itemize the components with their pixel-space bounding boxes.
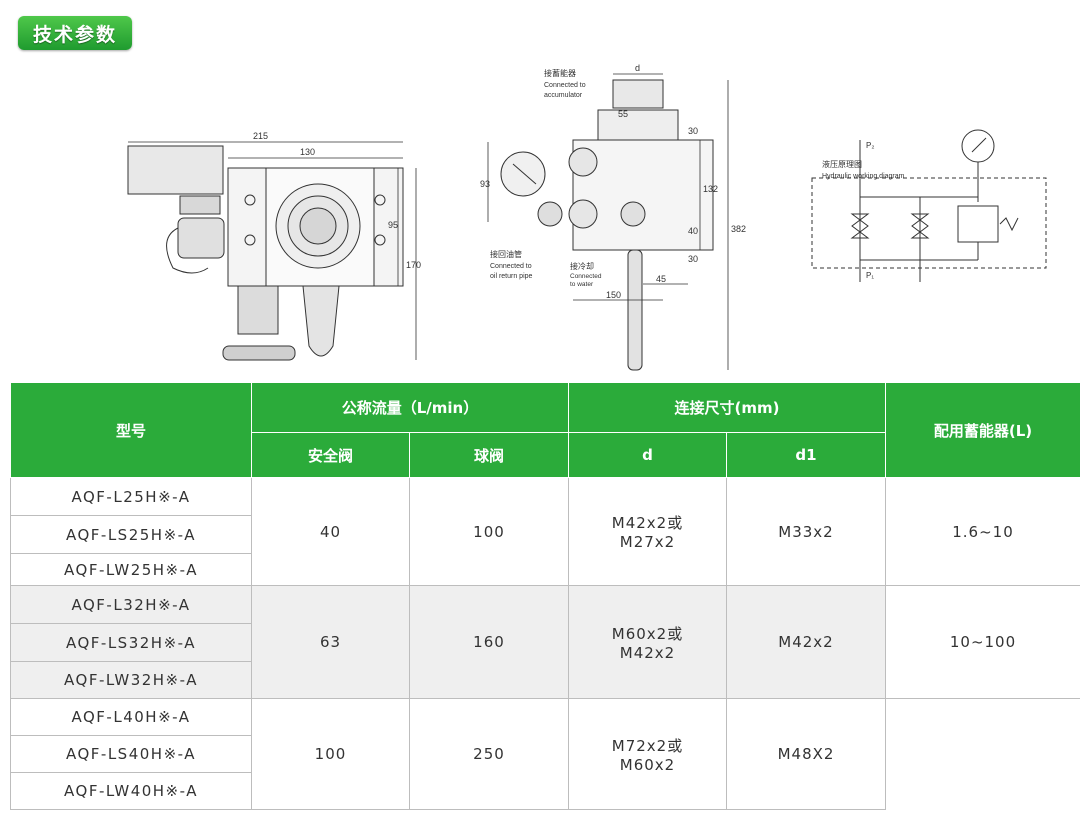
accumulator-cell: 1.6~10	[885, 477, 1080, 586]
table-row: AQF-LS40H※-A	[10, 735, 1080, 773]
label-return-en-1: Connected to	[490, 263, 532, 270]
dim-40: 40	[688, 226, 698, 236]
d-line-1: M72x2或	[611, 736, 684, 755]
model-cell: AQF-L40H※-A	[10, 698, 252, 736]
safety-flow-cell: 100	[251, 698, 410, 810]
label-water-en-2: to water	[570, 281, 594, 288]
d-cell: M60x2或 M42x2	[568, 585, 727, 699]
model-cell: AQF-L32H※-A	[10, 585, 252, 624]
dim-130: 130	[300, 147, 315, 157]
label-return-cn: 接回油管	[490, 249, 522, 259]
section-title-badge: 技术参数	[18, 16, 132, 50]
table-row: AQF-LS25H※-A	[10, 515, 1080, 554]
table-row: AQF-L40H※-A 100 250 M72x2或 M60x2 M48X2	[10, 698, 1080, 810]
table-row: AQF-LS32H※-A	[10, 623, 1080, 662]
dim-95: 95	[388, 220, 398, 230]
accumulator-cell: 10~100	[885, 585, 1080, 699]
dim-132: 132	[703, 184, 718, 194]
section-title: 技术参数	[32, 23, 117, 46]
d-line-2: M42x2	[619, 643, 676, 662]
dim-30-bottom: 30	[688, 254, 698, 264]
d1-cell: M48X2	[725, 698, 887, 810]
side-view-drawing: 接蓄能器 Connected to accumulator d 55 30 93…	[478, 62, 758, 374]
group-32: AQF-L32H※-A 63 160 M60x2或 M42x2 M42x2 10…	[10, 585, 1080, 699]
table-row: AQF-L32H※-A 63 160 M60x2或 M42x2 M42x2 10…	[10, 585, 1080, 699]
header-accumulator: 配用蓄能器(L)	[885, 382, 1080, 478]
d1-cell: M42x2	[725, 585, 887, 699]
hydraulic-diagram: P₂ P₁ 液压原理图 Hydraulic working diagram	[800, 122, 1060, 290]
hydraulic-diagram-svg: P₂ P₁ 液压原理图 Hydraulic working diagram	[811, 129, 1047, 282]
label-accumulator-cn: 接蓄能器	[544, 68, 576, 78]
label-water-cn: 接冷却	[570, 261, 594, 271]
header-d: d	[568, 432, 727, 478]
d-cell: M72x2或 M60x2	[568, 698, 727, 810]
d-line-1: M60x2或	[611, 624, 684, 643]
label-p1: P₁	[866, 271, 874, 280]
header-d1: d1	[725, 432, 887, 478]
ball-flow-cell: 100	[409, 477, 569, 586]
spec-table: 型号 公称流量（L/min） 连接尺寸(mm) 配用蓄能器(L) 安全阀 球阀 …	[10, 382, 1080, 810]
dim-d: d	[635, 63, 640, 73]
label-accumulator-en-2: accumulator	[544, 92, 583, 99]
label-accumulator-en-1: Connected to	[544, 82, 586, 89]
group-25: AQF-L25H※-A 40 100 M42x2或 M27x2 M33x2 1.…	[10, 477, 1080, 586]
model-cell: AQF-LS25H※-A	[10, 515, 252, 554]
ball-flow-cell: 160	[409, 585, 569, 699]
dim-30-top: 30	[688, 126, 698, 136]
label-water-en-1: Connected	[570, 273, 602, 280]
model-cell: AQF-LW25H※-A	[10, 553, 252, 586]
dim-382: 382	[731, 224, 746, 234]
safety-flow-cell: 63	[251, 585, 410, 699]
header-safety-valve: 安全阀	[251, 432, 410, 478]
d1-cell: M33x2	[725, 477, 887, 586]
table-row: AQF-LW32H※-A	[10, 661, 1080, 699]
side-view-svg: 接蓄能器 Connected to accumulator d 55 30 93…	[480, 63, 746, 371]
d-line-1: M42x2或	[611, 514, 684, 532]
dim-170: 170	[406, 260, 421, 270]
d-line-2: M60x2	[619, 755, 676, 774]
header-model: 型号	[10, 382, 252, 478]
dim-150: 150	[606, 290, 621, 300]
d-line-2: M27x2	[619, 533, 676, 551]
header-connection: 连接尺寸(mm)	[567, 382, 887, 433]
dim-55: 55	[618, 109, 628, 119]
front-view-svg: 215 130 95 170	[127, 131, 421, 361]
ball-flow-cell: 250	[409, 698, 569, 810]
table-row: AQF-L25H※-A 40 100 M42x2或 M27x2 M33x2 1.…	[10, 477, 1080, 586]
label-return-en-2: oil return pipe	[490, 273, 533, 280]
model-cell: AQF-LW40H※-A	[10, 772, 252, 810]
front-view-drawing: 215 130 95 170	[118, 128, 428, 368]
table-row: AQF-LW40H※-A	[10, 772, 1080, 810]
label-p2: P₂	[866, 141, 874, 150]
model-cell: AQF-LS32H※-A	[10, 623, 252, 662]
label-diagram-en: Hydraulic working diagram	[822, 173, 905, 180]
group-40: AQF-L40H※-A 100 250 M72x2或 M60x2 M48X2 A…	[10, 698, 1080, 810]
header-ball-valve: 球阀	[409, 432, 569, 478]
dim-93: 93	[480, 179, 490, 189]
model-cell: AQF-LS40H※-A	[10, 735, 252, 773]
dim-45: 45	[656, 274, 666, 284]
safety-flow-cell: 40	[251, 477, 410, 586]
label-diagram-cn: 液压原理图	[822, 159, 862, 169]
d-cell: M42x2或 M27x2	[568, 477, 727, 586]
model-cell: AQF-L25H※-A	[10, 477, 252, 516]
model-cell: AQF-LW32H※-A	[10, 661, 252, 699]
header-flow: 公称流量（L/min）	[251, 382, 569, 433]
dim-215: 215	[253, 131, 268, 141]
